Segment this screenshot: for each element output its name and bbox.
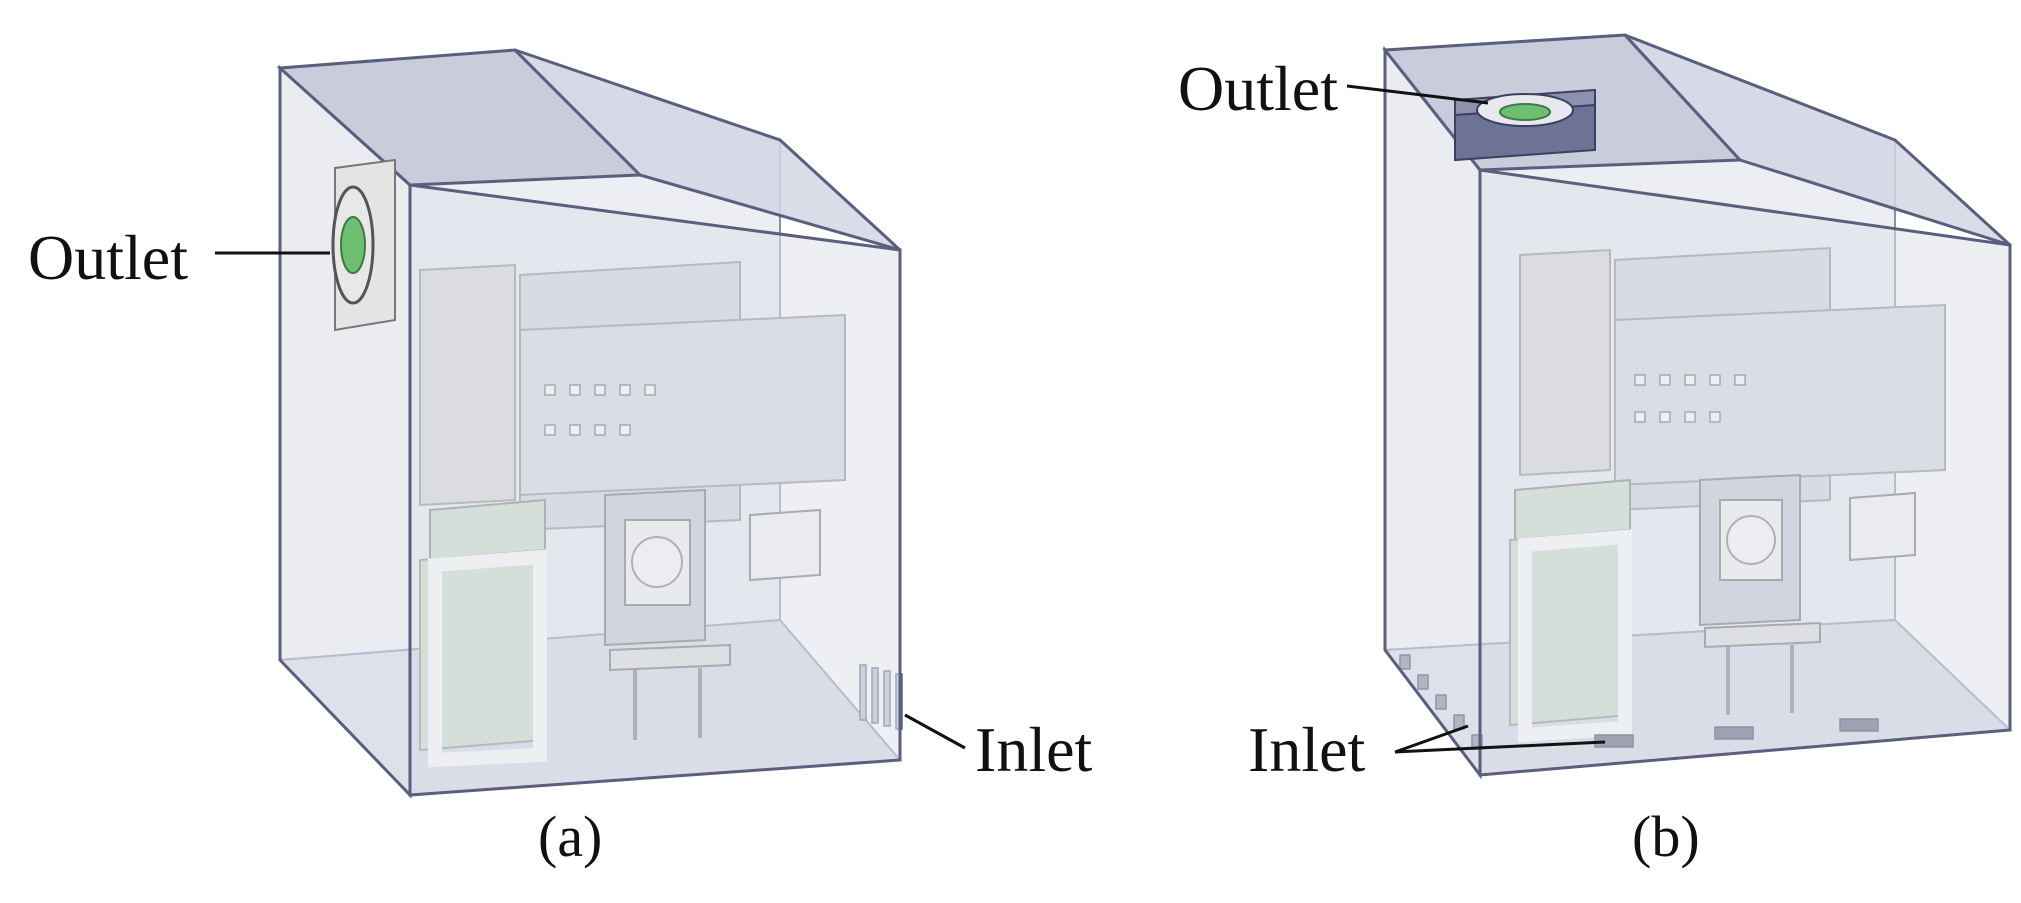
enclosure-diagram-b — [1346, 33, 2013, 780]
enclosure-front-face — [1478, 168, 2012, 777]
outlet-leader-b — [1346, 84, 1489, 105]
outlet-a — [331, 158, 396, 332]
inlet-label-b: Inlet — [1248, 714, 1366, 785]
inlet-leader-b-1 — [1394, 724, 1469, 754]
enclosure-front-face — [408, 183, 902, 797]
outlet-label-a: Outlet — [28, 222, 188, 293]
enclosure-slope-face — [513, 48, 902, 252]
outlet-b — [1454, 88, 1596, 162]
outlet-label-b: Outlet — [1178, 53, 1338, 124]
enclosure-diagram-a — [215, 48, 966, 799]
panel-a: Outlet Inlet (a) — [0, 0, 1092, 903]
inlet-leader-a — [904, 713, 966, 750]
panel-b: Outlet Inlet (b) — [1010, 0, 2021, 903]
inlet-leader-b-2 — [1394, 740, 1606, 754]
caption-b: (b) — [1632, 804, 1700, 869]
inlet-label-a: Inlet — [975, 714, 1093, 785]
caption-a: (a) — [538, 804, 603, 869]
enclosure-slope-face — [1623, 33, 2012, 247]
